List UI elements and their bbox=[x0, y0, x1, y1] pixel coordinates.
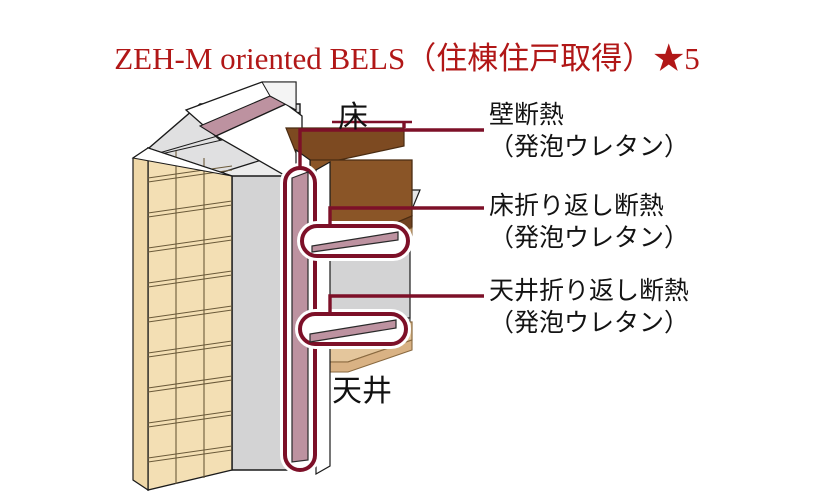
tile-wall-top-cap bbox=[131, 147, 233, 177]
leader-ceiling-insulation bbox=[328, 294, 484, 314]
tile-face-left bbox=[132, 146, 149, 492]
tile-grid bbox=[147, 151, 233, 484]
floor-turnback-insulation bbox=[297, 221, 413, 261]
tile-face-front bbox=[147, 147, 233, 491]
ceiling-insulation-outline bbox=[298, 312, 408, 346]
callout-floor-line1: 床折り返し断熱 bbox=[489, 193, 665, 220]
page-title: ZEH-M oriented BELS（住棟住戸取得）★5 bbox=[114, 41, 700, 76]
ceiling-insulation-fill bbox=[309, 319, 397, 343]
ceiling-turnback-insulation bbox=[295, 309, 411, 349]
callout-label-floor-insulation: 床折り返し断熱 （発泡ウレタン） bbox=[489, 191, 689, 255]
callout-leader-lines bbox=[298, 122, 484, 314]
inner-label-ceiling: 天井 bbox=[332, 375, 392, 408]
tiled-exterior-wall bbox=[131, 146, 233, 492]
callout-label-ceiling-insulation: 天井折り返し断熱 （発泡ウレタン） bbox=[489, 276, 689, 340]
floor-insulation-outline bbox=[300, 224, 410, 258]
leader-wall-insulation bbox=[298, 128, 484, 168]
callout-ceiling-line1: 天井折り返し断熱 bbox=[489, 278, 690, 305]
parapet-panel-end bbox=[261, 81, 297, 111]
floor-insulation-fill bbox=[311, 231, 399, 253]
inner-label-floor: 床 bbox=[338, 101, 368, 134]
callout-label-wall-insulation: 壁断熱 （発泡ウレタン） bbox=[489, 100, 689, 164]
leader-floor-insulation bbox=[328, 206, 484, 226]
callout-wall-line1: 壁断熱 bbox=[489, 102, 565, 129]
callout-wall-line2: （発泡ウレタン） bbox=[489, 134, 690, 161]
callout-floor-line2: （発泡ウレタン） bbox=[489, 225, 690, 252]
callout-ceiling-line2: （発泡ウレタン） bbox=[489, 310, 690, 337]
